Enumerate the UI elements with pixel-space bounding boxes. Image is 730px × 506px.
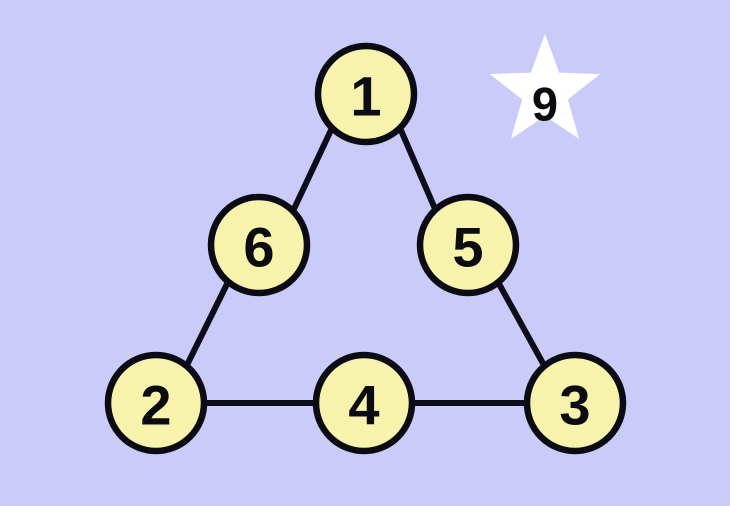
edge-group — [183, 125, 548, 406]
circle-shape — [312, 351, 416, 455]
node-label: 1 — [350, 65, 381, 128]
edge-node1-node5 — [397, 125, 439, 214]
node-group: 1 6 5 2 4 3 — [104, 42, 627, 455]
circle-shape — [416, 193, 520, 297]
node-label: 3 — [559, 374, 590, 437]
node-circle-6[interactable]: 6 — [207, 193, 311, 297]
node-circle-2[interactable]: 2 — [104, 351, 208, 455]
node-label: 4 — [348, 374, 379, 437]
circle-shape — [207, 193, 311, 297]
circle-shape — [523, 351, 627, 455]
node-label: 6 — [243, 216, 274, 279]
node-label: 2 — [140, 374, 171, 437]
edge-node1-node6 — [290, 125, 335, 214]
node-circle-5[interactable]: 5 — [416, 193, 520, 297]
star-label: 9 — [532, 78, 558, 131]
edge-node6-node2 — [183, 279, 231, 370]
edge-node5-node3 — [495, 279, 548, 370]
circle-shape — [314, 42, 418, 146]
star-badge: 9 — [489, 34, 601, 139]
node-label: 5 — [452, 216, 483, 279]
node-circle-1[interactable]: 1 — [314, 42, 418, 146]
star-icon — [489, 34, 601, 139]
node-circle-3[interactable]: 3 — [523, 351, 627, 455]
node-circle-4[interactable]: 4 — [312, 351, 416, 455]
circle-shape — [104, 351, 208, 455]
